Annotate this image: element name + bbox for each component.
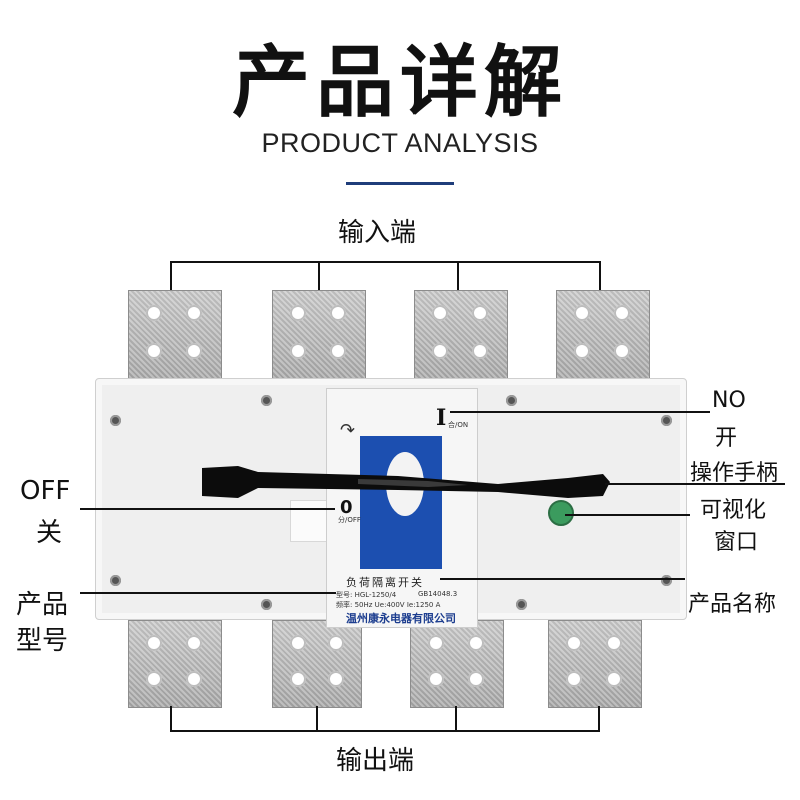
input-bracket <box>170 261 601 263</box>
output-terminal-label: 输出端 <box>336 746 415 776</box>
output-busbar <box>128 620 222 708</box>
window-label-line2: 窗口 <box>714 530 759 555</box>
nameplate-name: 负荷隔离开关 <box>346 576 424 589</box>
output-bracket <box>170 730 600 732</box>
rotate-arrow-icon: ↷ <box>340 420 356 441</box>
input-terminal-label: 输入端 <box>338 218 417 248</box>
off-label-line2: 关 <box>36 518 63 548</box>
output-leader-3 <box>455 706 457 732</box>
off-leader <box>80 508 335 510</box>
output-leader-1 <box>170 706 172 732</box>
off-text: 分/OFF <box>338 516 361 524</box>
output-leader-4 <box>598 706 600 732</box>
visible-window-indicator <box>548 500 574 526</box>
output-busbar <box>548 620 642 708</box>
on-label-line1: NO <box>712 388 746 413</box>
on-symbol: I <box>436 405 447 431</box>
window-label-line1: 可视化 <box>700 498 767 523</box>
handle-leader <box>605 483 785 485</box>
input-busbar <box>272 290 366 384</box>
model-label-line2: 型号 <box>16 626 69 656</box>
page-title: 产品详解 <box>231 37 568 128</box>
input-busbar <box>414 290 508 384</box>
on-leader <box>450 411 710 413</box>
title-underline <box>346 182 454 185</box>
input-leader-4 <box>599 261 601 301</box>
input-leader-1 <box>170 261 172 301</box>
off-symbol: 0 <box>340 497 353 518</box>
input-busbar <box>556 290 650 384</box>
input-busbar <box>128 290 222 384</box>
window-leader <box>565 514 690 516</box>
product-name-leader <box>440 578 685 580</box>
operating-handle[interactable] <box>198 462 613 502</box>
nameplate-standard: GB14048.3 <box>418 590 458 598</box>
off-label-line1: OFF <box>20 476 71 506</box>
output-busbar <box>410 620 504 708</box>
page-subtitle: PRODUCT ANALYSIS <box>261 128 539 158</box>
handle-label: 操作手柄 <box>690 461 779 486</box>
nameplate-model: 型号: HGL-1250/4 <box>336 591 397 599</box>
output-busbar <box>272 620 362 708</box>
on-text: 合/ON <box>448 421 469 429</box>
output-leader-2 <box>316 706 318 732</box>
input-leader-2 <box>318 261 320 301</box>
model-label-line1: 产品 <box>16 590 69 620</box>
off-tab <box>290 500 328 542</box>
manufacturer-name: 温州康永电器有限公司 <box>346 612 456 625</box>
product-name-label: 产品名称 <box>688 592 777 617</box>
input-leader-3 <box>457 261 459 301</box>
model-leader <box>80 592 336 594</box>
on-label-line2: 开 <box>715 426 738 451</box>
nameplate-ratings: 频率: 50Hz Ue:400V Ie:1250 A <box>336 601 441 609</box>
